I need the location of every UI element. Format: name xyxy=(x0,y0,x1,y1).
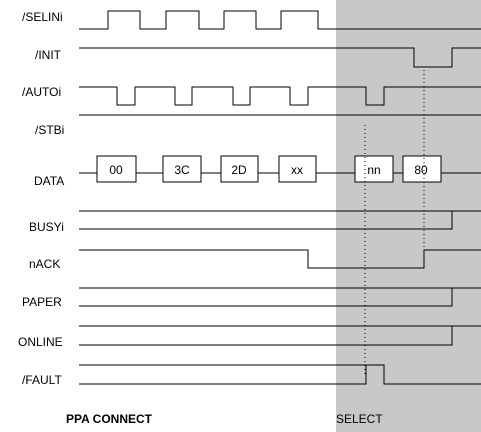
signal-label-data: DATA xyxy=(34,174,64,188)
signal-label-init: /INIT xyxy=(35,48,62,62)
signal-label-fault: /FAULT xyxy=(22,373,62,387)
nack-waveform xyxy=(79,249,481,269)
online-waveform-low xyxy=(79,326,453,346)
autoi-waveform xyxy=(79,86,481,106)
phase-label-select: SELECT xyxy=(336,412,383,426)
data-value-3: xx xyxy=(291,163,303,177)
data-box-1 xyxy=(162,155,202,183)
signal-label-paper: PAPER xyxy=(22,295,62,309)
data-box-2 xyxy=(220,155,259,183)
data-value-2: 2D xyxy=(231,163,247,177)
select-phase-band xyxy=(336,0,481,432)
data-value-1: 3C xyxy=(174,163,190,177)
data-value-5: 80 xyxy=(414,163,428,177)
data-value-0: 00 xyxy=(109,163,123,177)
init-waveform xyxy=(79,47,481,68)
data-box-0 xyxy=(96,155,137,183)
data-box-3 xyxy=(278,155,317,183)
signal-label-autoi: /AUTOi xyxy=(22,85,61,99)
selini-waveform xyxy=(79,10,481,30)
signal-label-stbi: /STBi xyxy=(35,123,64,137)
busyi-waveform-low xyxy=(79,211,453,230)
fault-waveform-high xyxy=(79,364,367,384)
paper-waveform-low xyxy=(79,288,453,307)
signal-label-selini: /SELINi xyxy=(22,10,63,24)
signal-label-online: ONLINE xyxy=(18,335,63,349)
data-box-4 xyxy=(354,155,394,183)
data-box-5 xyxy=(402,155,442,183)
signal-label-nack: nACK xyxy=(29,257,60,271)
signal-label-busyi: BUSYi xyxy=(29,220,64,234)
fault-waveform-low xyxy=(79,364,481,385)
phase-label-ppa-connect: PPA CONNECT xyxy=(66,412,153,426)
data-value-4: nn xyxy=(367,163,380,177)
